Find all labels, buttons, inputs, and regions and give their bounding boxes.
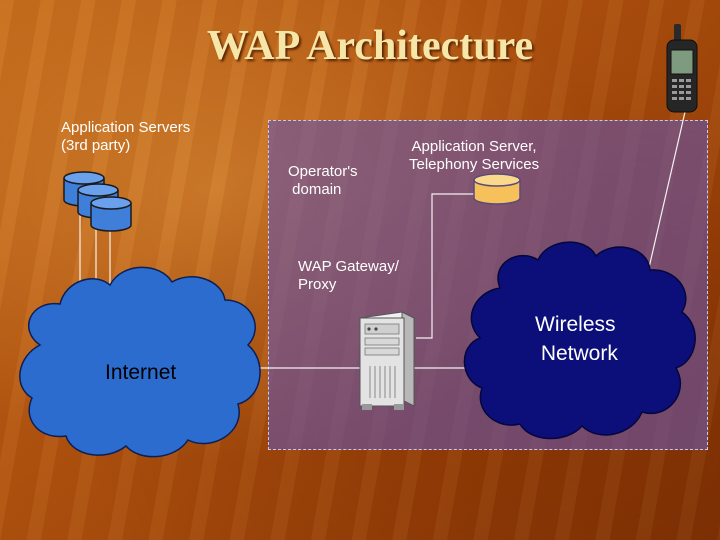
application-servers-databases — [63, 171, 132, 232]
mobile-phone-icon — [666, 24, 698, 113]
link-gateway-telephony — [416, 193, 480, 339]
database-icon — [90, 196, 132, 232]
internet-label: Internet — [105, 361, 177, 384]
telephony-services-label: Application Server, Telephony Services — [409, 138, 540, 173]
internet-cloud — [19, 266, 261, 458]
slide-title: WAP Architecture — [206, 23, 534, 69]
telephony-database-icon — [473, 173, 521, 205]
wireless-network-label: Wireless Network — [535, 313, 618, 365]
wap-gateway-label: WAP Gateway/ Proxy — [298, 258, 399, 293]
gateway-server-icon — [358, 311, 416, 410]
application-servers-label: Application Servers (3rd party) — [61, 119, 191, 154]
link-phone-wireless — [647, 111, 686, 273]
wireless-network-cloud — [463, 241, 696, 440]
operator-domain-label: Operator's domain — [288, 163, 358, 198]
